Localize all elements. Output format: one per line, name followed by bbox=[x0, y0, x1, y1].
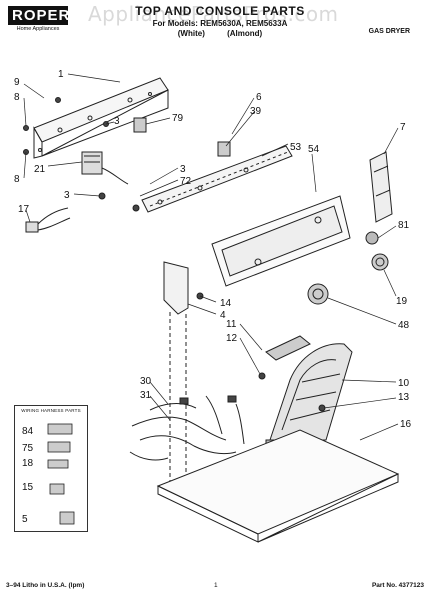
brand-logo: ROPER Home Appliances bbox=[8, 6, 69, 32]
color-variants: (White) (Almond) bbox=[100, 29, 340, 38]
harness-label-84: 84 bbox=[22, 426, 34, 437]
callout-30: 30 bbox=[140, 376, 152, 387]
harness-part-84 bbox=[47, 423, 73, 435]
callout-12: 12 bbox=[226, 333, 238, 344]
callout-8-top: 8 bbox=[14, 92, 20, 103]
callout-72: 72 bbox=[180, 176, 192, 187]
callout-11: 11 bbox=[226, 319, 237, 330]
callout-19: 19 bbox=[396, 296, 408, 307]
callout-31: 31 bbox=[140, 390, 152, 401]
brand-subtitle: Home Appliances bbox=[16, 26, 60, 32]
harness-label-5: 5 bbox=[22, 514, 28, 525]
main-harness-part bbox=[129, 395, 245, 461]
color-almond: (Almond) bbox=[227, 29, 263, 38]
knob-48 bbox=[307, 283, 329, 305]
knob-19 bbox=[371, 253, 389, 271]
brand-name: ROPER bbox=[8, 6, 69, 25]
callout-8-bottom: 8 bbox=[14, 174, 20, 185]
callout-3-b: 3 bbox=[64, 190, 70, 201]
harness-label-75: 75 bbox=[22, 443, 34, 454]
callout-13: 13 bbox=[398, 392, 410, 403]
callout-7: 7 bbox=[400, 122, 406, 133]
harness-inset-parts bbox=[47, 423, 75, 525]
callout-81: 81 bbox=[398, 220, 410, 231]
product-type: GAS DRYER bbox=[368, 28, 410, 35]
switch-part bbox=[81, 151, 129, 185]
callout-9: 9 bbox=[14, 77, 20, 88]
harness-label-15: 15 bbox=[22, 482, 34, 493]
top-rail-part bbox=[141, 145, 293, 213]
callout-14: 14 bbox=[220, 298, 232, 309]
knob-48-center bbox=[312, 288, 324, 300]
harness-part-5 bbox=[59, 511, 75, 525]
lamp-part bbox=[258, 335, 311, 380]
page-number: 1 bbox=[214, 582, 218, 589]
callout-6: 6 bbox=[256, 92, 262, 103]
callout-labels: 1 9 8 3 8 21 17 3 79 6 39 3 72 53 54 7 8… bbox=[14, 69, 412, 430]
callout-3-a: 3 bbox=[114, 116, 120, 127]
callout-53: 53 bbox=[290, 142, 302, 153]
top-panel-part bbox=[156, 429, 400, 543]
callout-1: 1 bbox=[58, 69, 64, 80]
callout-54: 54 bbox=[308, 144, 320, 155]
model-numbers: For Models: REM5630A, REM5633A bbox=[152, 19, 288, 28]
screw-parts bbox=[23, 97, 140, 212]
harness-part-18 bbox=[47, 459, 69, 469]
litho-note: 3–94 Litho in U.S.A. (lpm) bbox=[6, 582, 85, 589]
end-cap-part bbox=[369, 151, 393, 223]
callout-10: 10 bbox=[398, 378, 410, 389]
bracket-39 bbox=[217, 141, 231, 157]
wire-harness-part bbox=[25, 207, 71, 233]
bracket-79 bbox=[133, 117, 147, 133]
callout-3-c: 3 bbox=[180, 164, 186, 175]
callout-16: 16 bbox=[400, 419, 412, 430]
knob-19-center bbox=[375, 257, 385, 267]
console-panel-part bbox=[211, 195, 351, 287]
harness-part-75 bbox=[47, 441, 71, 453]
color-white: (White) bbox=[177, 29, 205, 38]
wiring-harness-inset: WIRING HARNESS PARTS bbox=[14, 405, 88, 532]
callout-48: 48 bbox=[398, 320, 410, 331]
callout-39: 39 bbox=[250, 106, 262, 117]
callout-21: 21 bbox=[34, 164, 46, 175]
leader-lines bbox=[23, 73, 399, 441]
harness-inset-title: WIRING HARNESS PARTS bbox=[21, 408, 81, 413]
callout-4: 4 bbox=[220, 310, 226, 321]
document-title: TOP AND CONSOLE PARTS bbox=[135, 4, 305, 18]
harness-part-15 bbox=[49, 483, 65, 495]
callout-79: 79 bbox=[172, 113, 184, 124]
harness-label-18: 18 bbox=[22, 458, 34, 469]
part-number: Part No. 4377123 bbox=[371, 582, 424, 589]
callout-17: 17 bbox=[18, 204, 30, 215]
